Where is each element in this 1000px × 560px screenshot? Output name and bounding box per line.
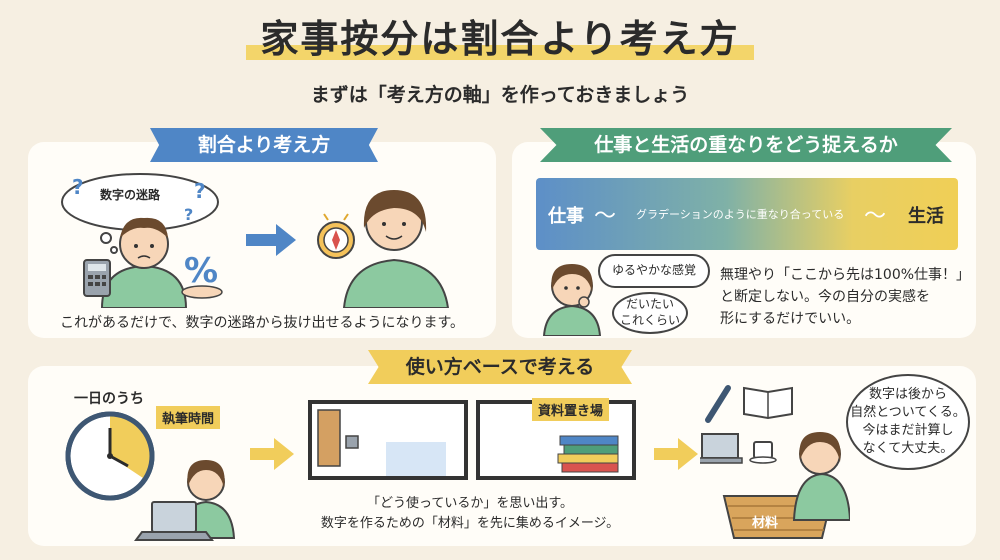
svg-text:?: ? [194,179,206,203]
bubble-approximately: だいたいこれくらい [612,292,688,334]
wave-left-icon: 〜 [594,204,617,229]
maze-label: 数字の迷路 [100,188,161,202]
thinking-person-icon [542,264,602,336]
work-life-gradient-bar: 仕事 〜 グラデーションのように重なり合っている 〜 生活 [536,178,958,250]
speech-bubble-reassurance: 数字は後から 自然とついてくる。 今はまだ計算し なくて大丈夫。 [846,374,970,470]
coffee-icon [749,441,777,464]
wave-right-icon: 〜 [864,204,887,229]
thought-cloud-icon: ? ? ? [61,173,219,254]
section1-illustration: ? ? ? % [61,173,450,308]
clock-icon [65,411,155,501]
compass-icon [317,213,355,259]
materials-illustration [700,385,850,539]
section2-text: 無理やり「ここから先は100%仕事！」 と断定しない。今の自分の実感を 形にする… [720,267,971,327]
page-title: 家事按分は割合より考え方 [246,14,754,64]
title-wrap: 家事按分は割合より考え方 [0,14,1000,64]
page-subtitle: まずは「考え方の軸」を作っておきましょう [310,84,690,106]
calculator-icon [83,259,111,297]
section1-heading: 割合より考え方 [150,128,378,162]
bar-label-middle: グラデーションのように重なり合っている [636,208,845,221]
laptop-icon [700,433,743,464]
happy-person-icon [342,190,450,308]
desk-icon [317,409,341,467]
svg-text:%: % [184,251,218,291]
arrow-right-icon [250,438,294,470]
laptop-icon [134,501,214,541]
writing-time-badge: 執筆時間 [156,406,221,429]
svg-text:?: ? [72,175,84,199]
day-label: 一日のうち [74,391,144,407]
pen-icon [705,385,731,423]
bar-label-life: 生活 [908,206,944,227]
section1-caption: これがあるだけで、数字の迷路から抜け出せるようになります。 [60,315,465,331]
section2-heading: 仕事と生活の重なりをどう捉えるか [540,128,952,162]
section3-caption: 「どう使っているか」を思い出す。 数字を作るための「材料」を先に集めるイメージ。 [320,496,620,531]
storage-badge: 資料置き場 [532,398,610,421]
percent-icon: % [181,251,223,299]
bar-label-work: 仕事 [548,206,584,227]
section3-heading: 使い方ベースで考える [368,350,632,384]
bubble-loose-feeling: ゆるやかな感覚 [598,254,710,288]
arrow-right-icon [654,438,698,470]
section3-clock-illustration [65,411,236,541]
person-with-basket-icon [792,432,850,521]
chair-icon [345,435,359,449]
open-book-icon [743,386,793,420]
materials-label: 材料 [752,516,779,531]
book-stack-icon [557,435,619,473]
worried-person-icon [100,217,188,308]
arrow-right-icon [246,224,296,256]
svg-text:?: ? [184,205,193,224]
